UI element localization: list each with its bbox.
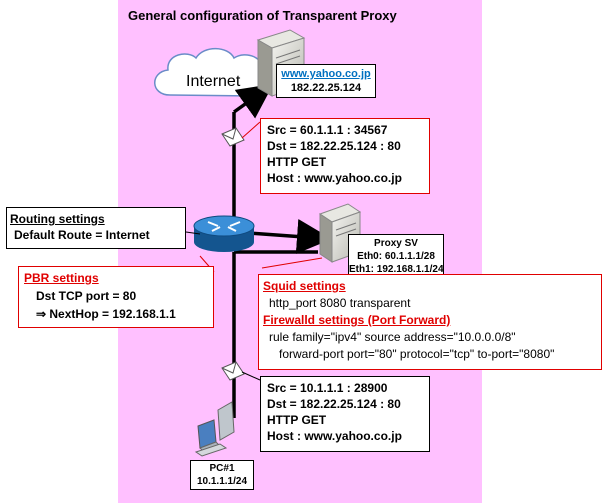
proxy-name: Proxy SV (374, 238, 418, 249)
packet-bottom-host: Host : www.yahoo.co.jp (267, 429, 402, 443)
web-server-ip: 182.22.25.124 (290, 82, 362, 94)
pbr-heading: PBR settings (24, 271, 99, 285)
web-server-label: www.yahoo.co.jp 182.22.25.124 (276, 64, 376, 98)
pc-label: PC#1 10.1.1.1/24 (190, 460, 254, 490)
routing-heading: Routing settings (10, 212, 105, 226)
routing-default-route: Default Route = Internet (14, 228, 150, 242)
packet-bottom-dst: Dst = 182.22.25.124 : 80 (267, 397, 401, 411)
callout-pointers (185, 121, 323, 381)
proxy-server-label: Proxy SV Eth0: 60.1.1.1/28 Eth1: 192.168… (348, 234, 444, 278)
proxy-server-icon (318, 203, 362, 263)
firewalld-rule-line1: rule family="ipv4" source address="10.0.… (269, 330, 516, 344)
connection-lines (232, 83, 332, 418)
packet-bottom-method: HTTP GET (267, 413, 327, 427)
diagram-title: General configuration of Transparent Pro… (128, 8, 397, 23)
squid-heading: Squid settings (263, 279, 346, 293)
firewalld-rule-line2: forward-port port="80" protocol="tcp" to… (279, 347, 555, 361)
packet-top-src: Src = 60.1.1.1 : 34567 (267, 123, 388, 137)
squid-http-port: http_port 8080 transparent (269, 296, 411, 310)
pbr-dst-port: Dst TCP port = 80 (36, 289, 137, 303)
pc-name: PC#1 (209, 463, 235, 474)
packet-bottom-src: Src = 10.1.1.1 : 28900 (267, 381, 388, 395)
pbr-nexthop: ⇒ NextHop = 192.168.1.1 (36, 307, 176, 321)
router-icon (193, 215, 255, 252)
packet-top-host: Host : www.yahoo.co.jp (267, 171, 402, 185)
packet-callout-bottom: Src = 10.1.1.1 : 28900 Dst = 182.22.25.1… (260, 376, 430, 452)
proxy-eth0: Eth0: 60.1.1.1/28 (357, 251, 435, 262)
packet-callout-top: Src = 60.1.1.1 : 34567 Dst = 182.22.25.1… (260, 118, 430, 194)
pc-icon (194, 401, 235, 457)
envelope-icon-bottom (221, 361, 245, 381)
proxy-eth1: Eth1: 192.168.1.1/24 (349, 264, 444, 275)
web-server-host[interactable]: www.yahoo.co.jp (281, 68, 371, 80)
pc-ip: 10.1.1.1/24 (196, 476, 248, 487)
routing-settings-box: Routing settings Default Route = Interne… (6, 207, 186, 249)
packet-top-method: HTTP GET (267, 155, 327, 169)
pbr-settings-box: PBR settings Dst TCP port = 80 ⇒ NextHop… (18, 266, 214, 328)
squid-settings-box: Squid settings http_port 8080 transparen… (258, 274, 602, 370)
packet-top-dst: Dst = 182.22.25.124 : 80 (267, 139, 401, 153)
internet-label: Internet (186, 73, 241, 90)
firewalld-heading: Firewalld settings (Port Forward) (263, 313, 451, 327)
envelope-icon-top (221, 127, 245, 147)
